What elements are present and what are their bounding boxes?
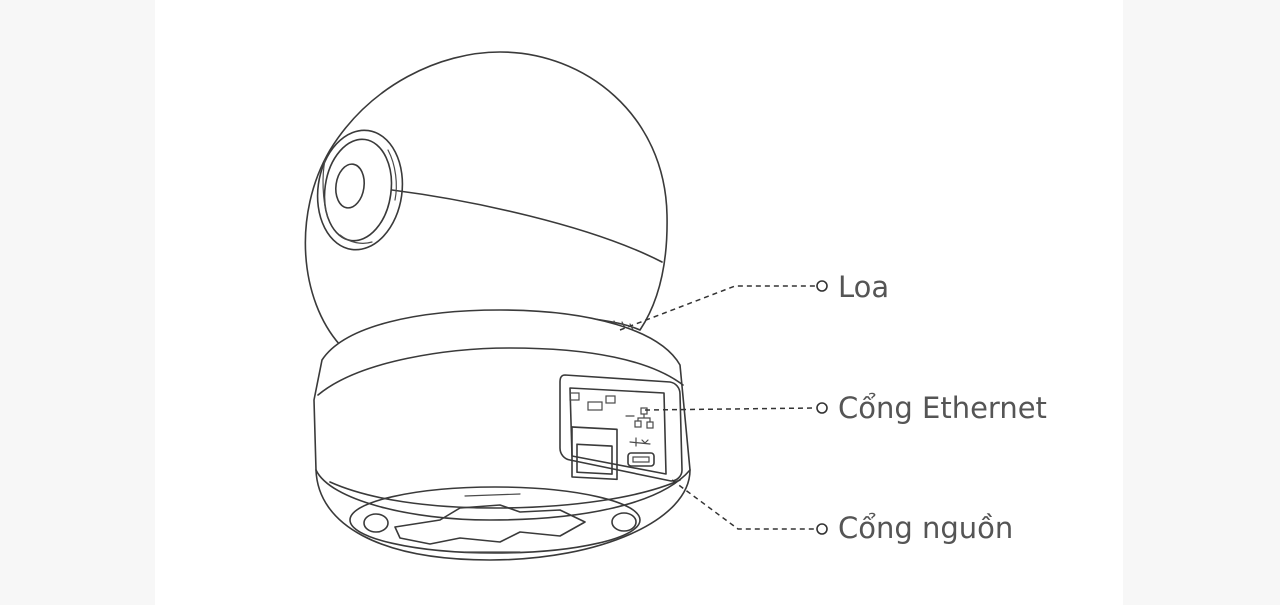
callout-power: Cổng nguồn	[671, 479, 1013, 545]
leader-endpoint	[816, 523, 828, 535]
leader-line	[644, 407, 816, 411]
callout-speaker: Loa	[619, 270, 889, 331]
leader-endpoint	[816, 402, 828, 414]
leader-line	[671, 479, 815, 530]
speaker-label: Loa	[838, 270, 889, 304]
lens	[316, 129, 404, 251]
usb-icon	[629, 437, 651, 447]
port-panel	[559, 374, 683, 482]
power-label: Cổng nguồn	[838, 511, 1013, 545]
camera-head	[304, 51, 668, 347]
ethernet-label: Cổng Ethernet	[838, 391, 1047, 425]
callout-ethernet: Cổng Ethernet	[644, 391, 1047, 425]
leader-endpoint	[816, 280, 828, 292]
camera-base	[313, 309, 691, 561]
power-port	[627, 452, 655, 467]
network-icon	[625, 407, 654, 429]
ethernet-port	[569, 392, 618, 481]
